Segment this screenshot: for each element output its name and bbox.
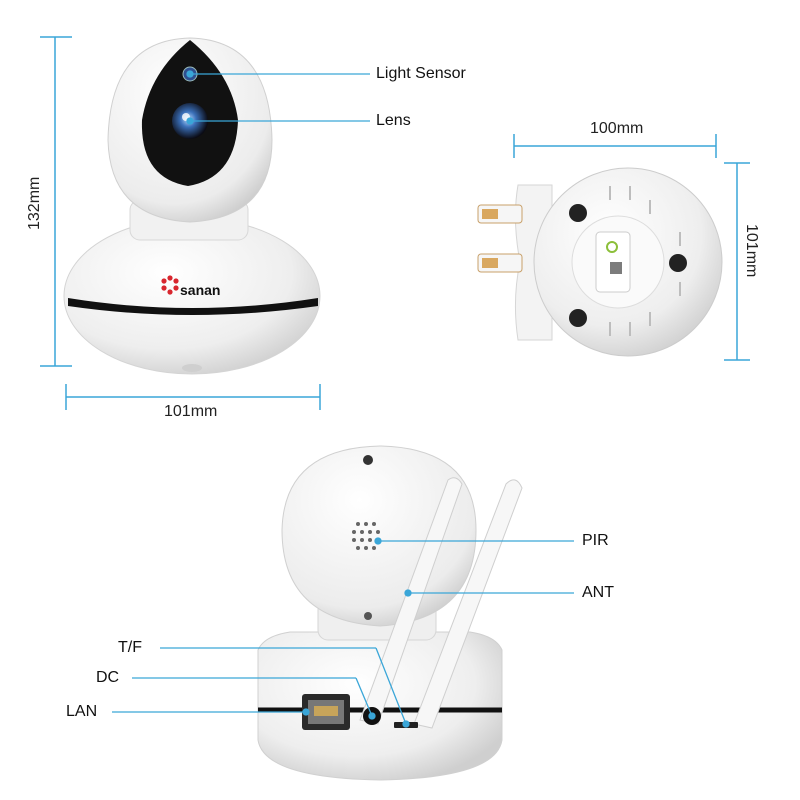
front-width-dimension: 101mm [164, 403, 218, 420]
front-callout-lines [186, 70, 370, 125]
brand-logo-icon [161, 275, 179, 295]
brand-name: sanan [180, 282, 221, 298]
lan-label: LAN [66, 703, 98, 720]
rear-view-camera [257, 445, 523, 781]
light-sensor-label: Light Sensor [376, 65, 466, 82]
front-view-camera [63, 37, 321, 375]
ant-label: ANT [582, 584, 614, 601]
rear-callout-lines [112, 537, 574, 728]
bottom-width-dimension: 100mm [590, 120, 644, 137]
lens-label: Lens [376, 112, 411, 129]
bottom-view-camera [477, 167, 723, 357]
bottom-dimension-lines [513, 134, 750, 361]
tf-label: T/F [118, 639, 142, 656]
dc-label: DC [96, 669, 120, 686]
front-dimension-lines [40, 36, 321, 410]
bottom-height-dimension: 101mm [743, 224, 760, 278]
front-height-dimension: 132mm [26, 176, 43, 230]
pir-label: PIR [582, 532, 609, 549]
